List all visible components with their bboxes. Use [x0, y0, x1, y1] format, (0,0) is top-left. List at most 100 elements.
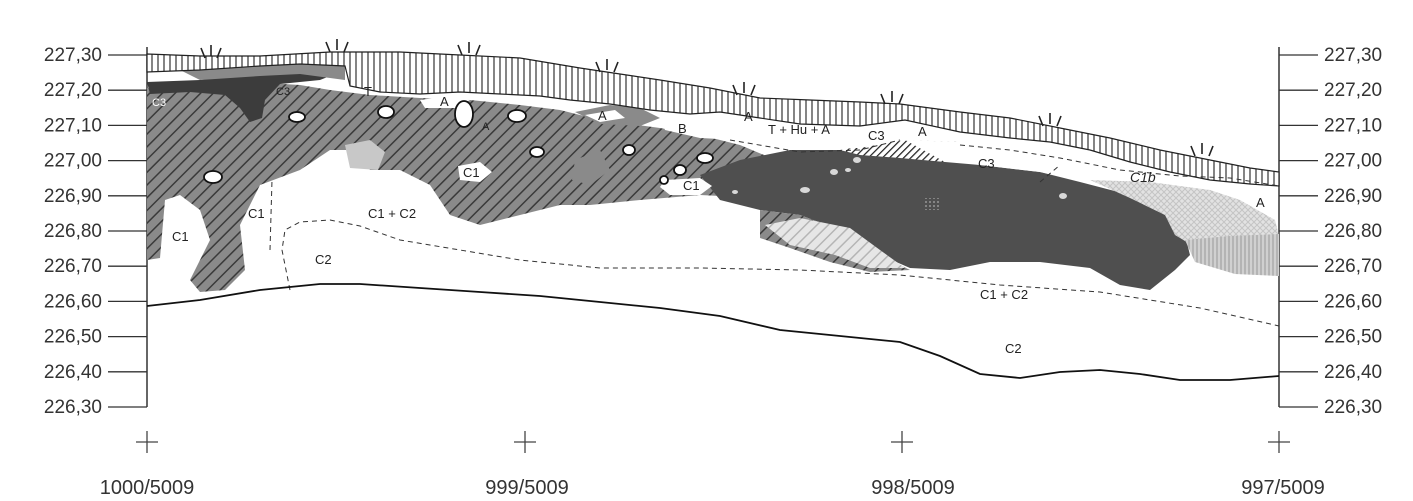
elevation-label: 227,20	[44, 80, 102, 101]
section-profile: C3 C3 T A A A B A T + Hu + A C3 A C3 C1b…	[146, 39, 1280, 381]
root-mark	[1038, 113, 1062, 127]
elevation-label: 226,60	[1324, 291, 1382, 312]
dotted-patch	[925, 198, 939, 210]
grid-cross-1000	[136, 431, 158, 453]
dark-top-band	[147, 70, 340, 122]
elevation-label: 227,30	[1324, 45, 1382, 66]
stone	[507, 109, 527, 123]
label-c2-right: C2	[1005, 341, 1022, 356]
medium-patch-b	[572, 150, 610, 185]
white-zone-c3	[905, 140, 1080, 180]
elevation-label: 226,90	[44, 186, 102, 207]
root-mark	[880, 91, 904, 105]
root-marks	[200, 39, 1214, 157]
stone	[203, 170, 223, 184]
light-hatched-inclusion	[765, 218, 905, 268]
label-c1-white-b: C1	[683, 178, 700, 193]
stone	[288, 111, 306, 123]
grid-label-998: 998/5009	[871, 477, 954, 499]
label-a-5: A	[918, 124, 927, 139]
stone	[696, 152, 714, 164]
grid-cross-997	[1268, 431, 1290, 453]
label-c1b: C1b	[1130, 169, 1156, 185]
label-a-3: A	[598, 108, 607, 123]
elevation-label: 226,30	[44, 397, 102, 418]
pebble	[800, 187, 810, 193]
white-zone-b	[660, 118, 740, 140]
root-mark	[732, 82, 756, 96]
grid-label-1000: 1000/5009	[100, 477, 195, 499]
pebble	[732, 190, 738, 194]
light-patch-a	[345, 140, 385, 170]
label-c2-left: C2	[315, 252, 332, 267]
boundary-c3-right	[959, 144, 1280, 187]
elevation-label: 227,10	[44, 115, 102, 136]
label-a-6: A	[1256, 195, 1265, 210]
label-a-2: A	[482, 121, 490, 133]
elevation-label: 226,80	[1324, 221, 1382, 242]
pebble	[830, 169, 838, 175]
left-elevation-scale: 227,30227,20227,10227,00226,90226,80226,…	[44, 45, 148, 418]
elevation-label: 226,70	[44, 256, 102, 277]
boundary-c1-c2-upper	[281, 219, 1280, 327]
pebble	[845, 168, 851, 172]
stone	[673, 164, 687, 176]
root-mark	[457, 42, 481, 56]
hatched-layer	[147, 82, 820, 292]
white-zone-c1-right	[660, 178, 712, 195]
root-mark	[200, 45, 222, 59]
elevation-label: 226,60	[44, 291, 102, 312]
label-a-4: A	[744, 109, 753, 124]
stone	[622, 144, 636, 156]
grid-crosses	[136, 431, 1290, 453]
stone	[659, 175, 669, 185]
label-b: B	[678, 121, 687, 136]
label-c3-left: C3	[152, 97, 166, 109]
elevation-label: 227,20	[1324, 80, 1382, 101]
label-c1-second: C1	[248, 206, 265, 221]
stone	[377, 105, 395, 119]
light-crosshatch-zone	[1090, 180, 1279, 250]
stone	[454, 100, 474, 128]
label-c1-c2-left: C1 + C2	[368, 206, 416, 221]
small-stones	[732, 157, 1067, 199]
elevation-label: 227,30	[44, 45, 102, 66]
boundary-c1-left	[269, 179, 273, 251]
white-zone-c1-left	[458, 162, 492, 182]
elevation-label: 226,90	[1324, 186, 1382, 207]
white-zone-t-hu	[740, 122, 905, 148]
grid-cross-999	[514, 431, 536, 453]
label-t: T	[364, 84, 372, 99]
pebble	[1059, 193, 1067, 199]
boundary-t-hu	[729, 139, 901, 153]
label-c1-c2-right: C1 + C2	[980, 287, 1028, 302]
label-c3-right: C3	[978, 156, 995, 171]
elevation-label: 226,50	[44, 327, 102, 348]
boundary-c1b	[1039, 164, 1061, 183]
topsoil-layer	[146, 51, 1280, 187]
elevation-label: 226,50	[1324, 327, 1382, 348]
elevation-label: 226,40	[44, 362, 102, 383]
elevation-label: 226,80	[44, 221, 102, 242]
label-c3-top: C3	[276, 86, 290, 98]
elevation-label: 227,10	[1324, 115, 1382, 136]
elevation-label: 226,70	[1324, 256, 1382, 277]
elevation-label: 226,40	[1324, 362, 1382, 383]
label-t-hu-a: T + Hu + A	[768, 122, 830, 137]
grid-cross-998	[891, 431, 913, 453]
label-c1-white-a: C1	[463, 165, 480, 180]
white-zone-a-mid	[585, 110, 625, 122]
dashed-boundaries	[269, 139, 1280, 327]
vertical-grey-zone	[1185, 234, 1279, 276]
elevation-label: 227,00	[1324, 151, 1382, 172]
root-mark	[325, 39, 349, 53]
elevation-label: 226,30	[1324, 397, 1382, 418]
root-mark	[1190, 143, 1214, 157]
right-elevation-scale: 227,30 227,20 227,10 227,00 226,90 226,80 226,…	[1278, 45, 1382, 418]
label-c3-mid: C3	[868, 128, 885, 143]
grid-label-997: 997/5009	[1241, 477, 1324, 499]
pebble	[853, 157, 861, 163]
stones	[203, 100, 714, 185]
stone	[529, 146, 545, 158]
